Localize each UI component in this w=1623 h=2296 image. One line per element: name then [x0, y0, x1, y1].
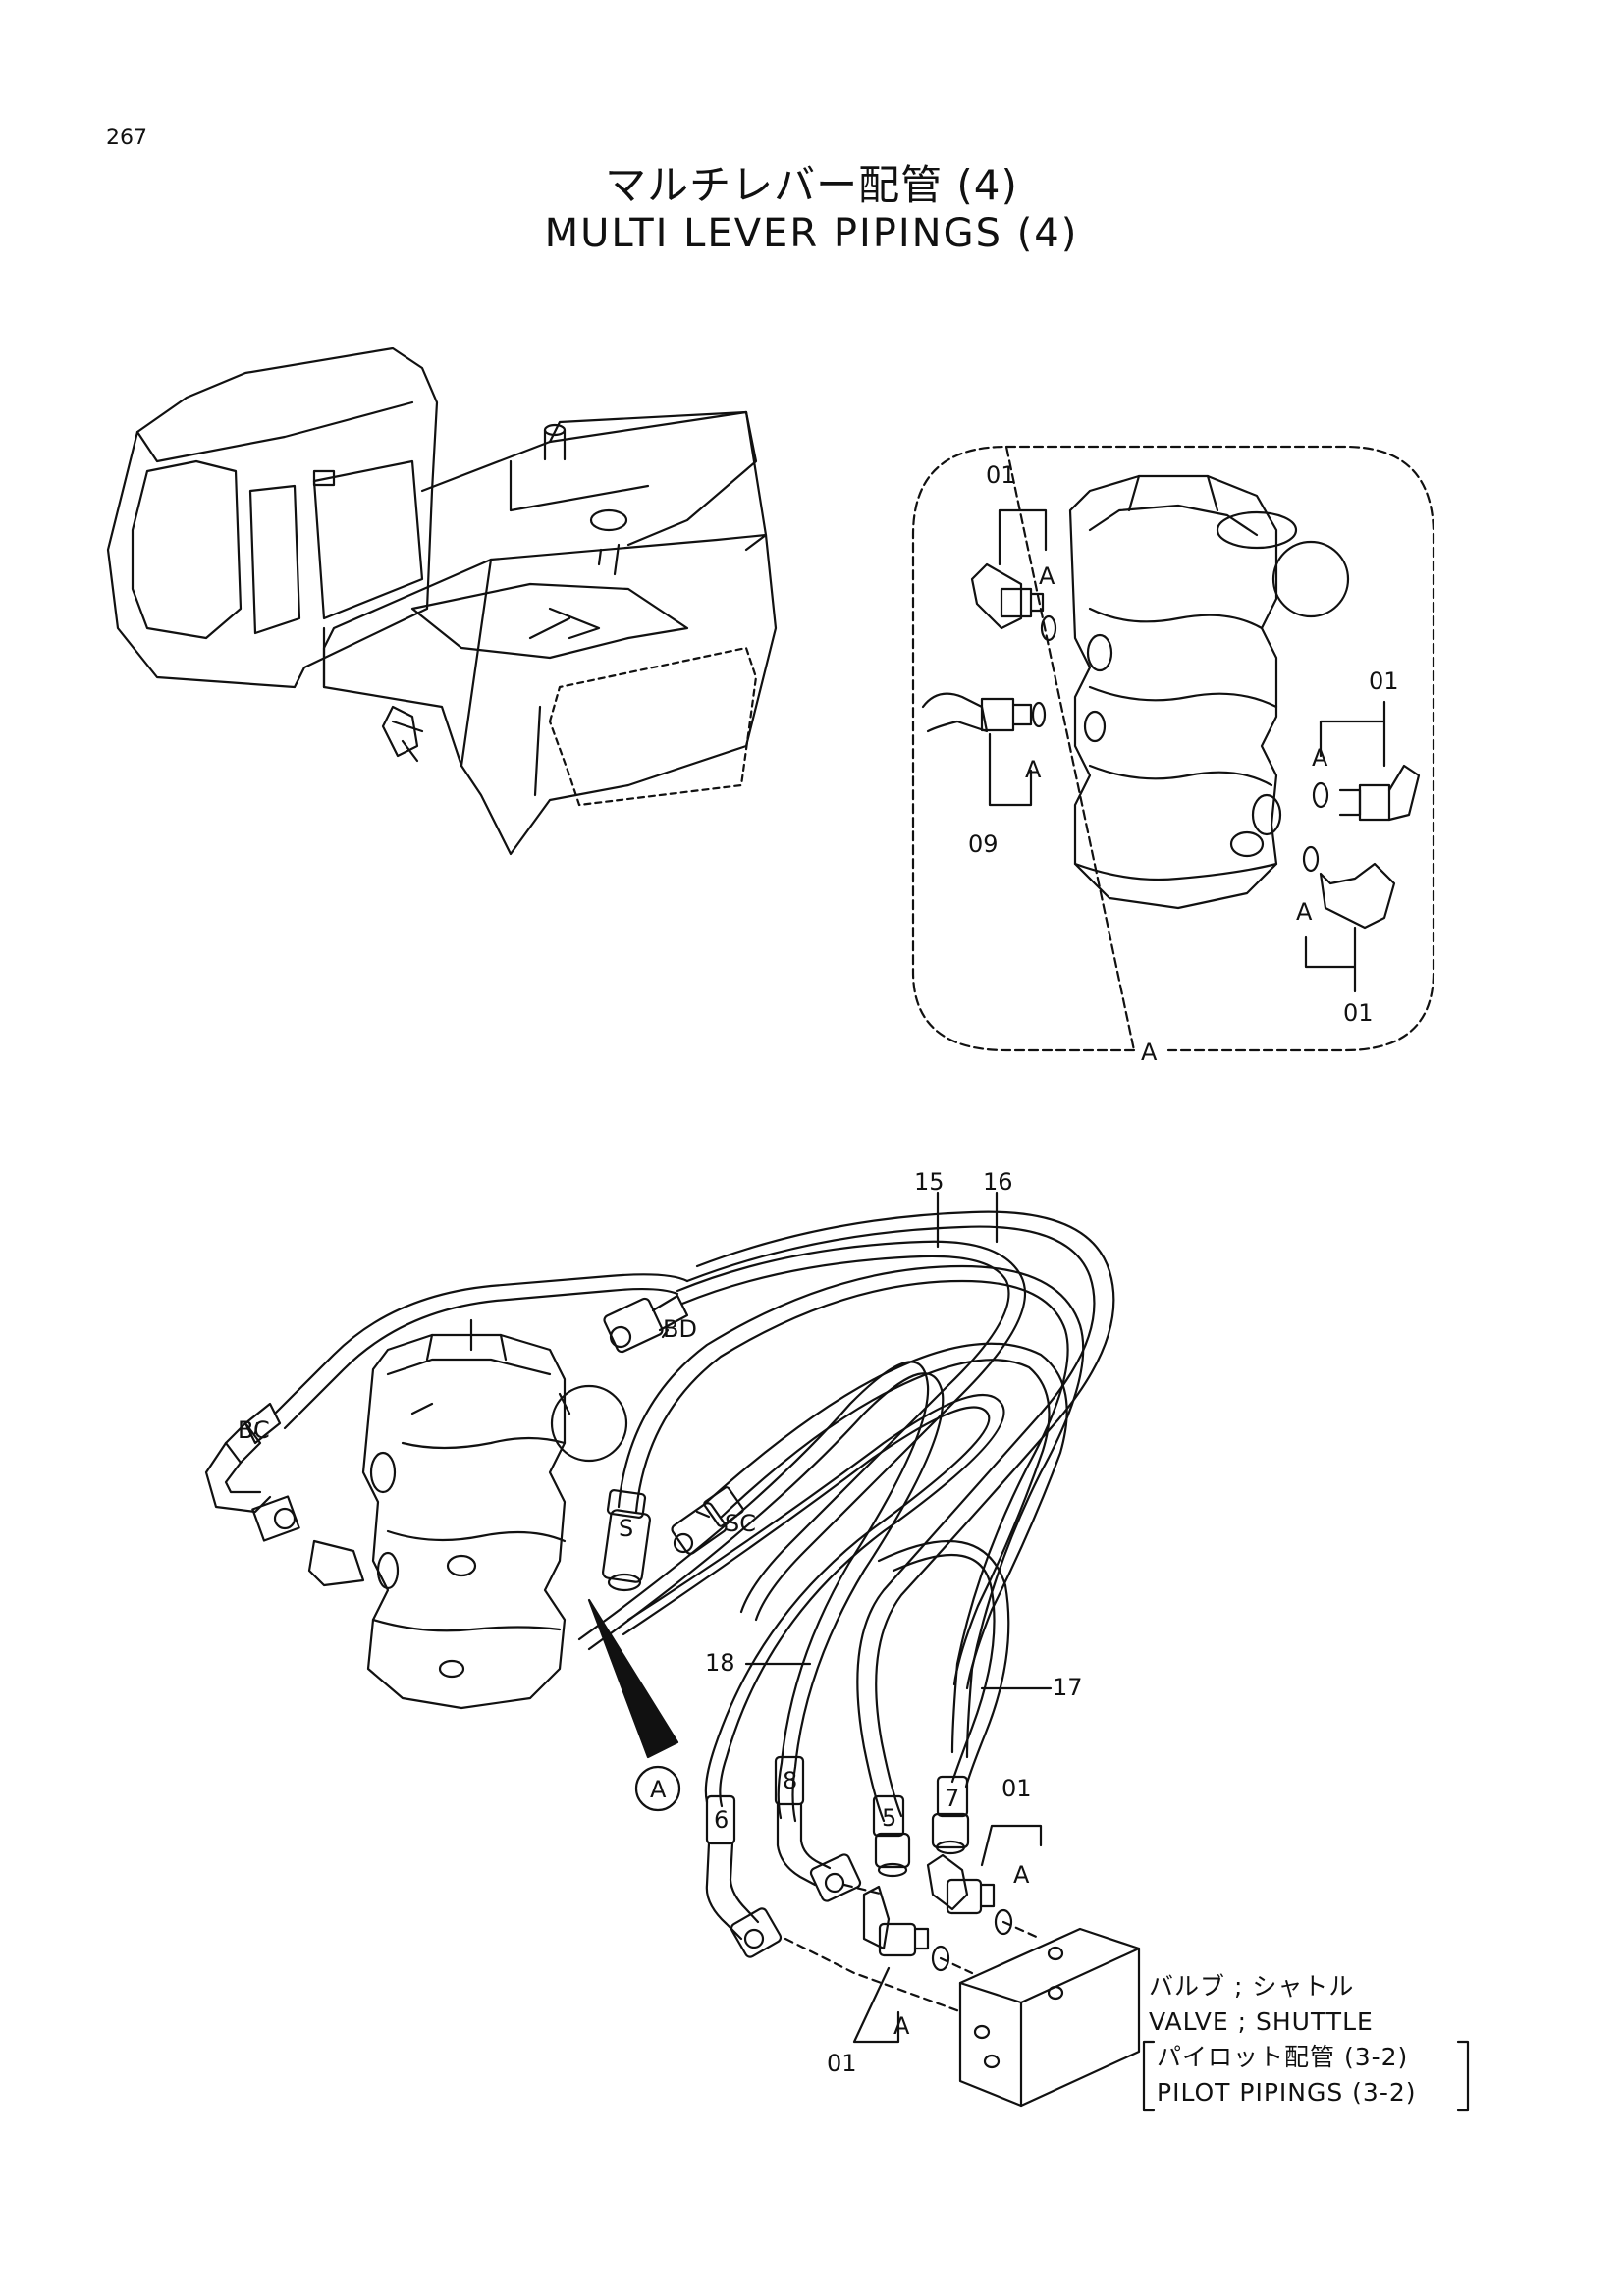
sleeve-number: 8: [783, 1767, 797, 1794]
seal-label: A: [1013, 1861, 1030, 1889]
port-s-label: S: [619, 1515, 633, 1542]
pilot-valve-detail: [1068, 474, 1350, 910]
valve-side-stub: [307, 1539, 365, 1587]
shuttle-valve-block: [958, 1927, 1141, 2108]
port-bd-label: BD: [663, 1315, 697, 1343]
fitting-bd: [603, 1294, 689, 1354]
detail-a-callout-top-left: 01: [986, 461, 1016, 489]
port-bc-label: BC: [238, 1416, 270, 1444]
reference-bracket-left: [1142, 2040, 1156, 2112]
shuttle-valve-note-en: VALVE ; SHUTTLE: [1149, 2007, 1374, 2036]
hose-17: [877, 1540, 1010, 1789]
reference-bracket-right: [1456, 2040, 1470, 2112]
detail-a-seal-label: A: [1039, 562, 1055, 590]
detail-a-callout-left-lower: 09: [968, 830, 999, 858]
sleeve-number: 7: [945, 1785, 959, 1812]
fitting-upper-label: 01: [1001, 1775, 1032, 1802]
shuttle-valve-note-jp: バルブ ; シャトル: [1149, 1972, 1354, 2001]
detail-a-panel: 01 01 09 01 A A A A A: [911, 445, 1435, 1066]
hose-15: [676, 1240, 1027, 1622]
hose-s: [602, 1264, 1085, 1759]
detail-a-marker: A: [650, 1776, 667, 1803]
sleeve-number: 5: [882, 1804, 896, 1832]
pilot-valve: [361, 1318, 628, 1710]
hose-8: [577, 1361, 945, 1823]
hose-16-label: 16: [983, 1168, 1013, 1196]
fitting-lower-label: 01: [827, 2050, 857, 2077]
hose-18: [622, 1393, 1005, 1808]
hose-16: [685, 1210, 1115, 1823]
detail-a-section-label: A: [1141, 1039, 1158, 1066]
elbow-fitting-01-top: [970, 508, 1057, 642]
pilot-piping-ref-jp: パイロット配管 (3-2): [1157, 2043, 1408, 2071]
page-number: 267: [106, 126, 147, 150]
detail-a-seal-label: A: [1025, 756, 1042, 783]
detail-a-callout-right-upper: 01: [1369, 667, 1399, 695]
hose-end-7: [931, 1775, 970, 1855]
sleeve-number: 6: [714, 1806, 729, 1834]
detail-a-seal-label: A: [1296, 898, 1313, 926]
elbow-fitting-01-right: [1312, 700, 1421, 822]
elbow-fitting-01-upper: [926, 1853, 1013, 1936]
hose-end-8: [774, 1755, 862, 1902]
page-title-english: MULTI LEVER PIPINGS (4): [544, 211, 1079, 256]
straight-fitting-09: [921, 692, 1047, 807]
hose-17-label: 17: [1053, 1674, 1083, 1701]
hose-end-6: [705, 1794, 783, 1958]
detail-a-callout-right-lower: 01: [1343, 999, 1374, 1027]
seal-label: A: [893, 2012, 910, 2040]
page-title-japanese: マルチレバー配管 (4): [605, 161, 1018, 209]
hose-18-label: 18: [705, 1649, 735, 1677]
hose-end-5: [872, 1794, 911, 1878]
excavator-overview: [106, 347, 778, 856]
elbow-fitting-01-lower: [1302, 845, 1396, 993]
main-piping-view: A 15 16 17 18 BD BC SC S 6 8 5 7 01 01 A…: [204, 1168, 1470, 2112]
pilot-piping-ref-en: PILOT PIPINGS (3-2): [1157, 2078, 1417, 2107]
hose-15-label: 15: [914, 1168, 945, 1196]
elbow-fitting-01-lower: [862, 1885, 950, 1972]
pipe-bc: [204, 1273, 689, 1542]
detail-a-seal-label: A: [1312, 744, 1328, 772]
port-sc-label: SC: [725, 1510, 756, 1537]
